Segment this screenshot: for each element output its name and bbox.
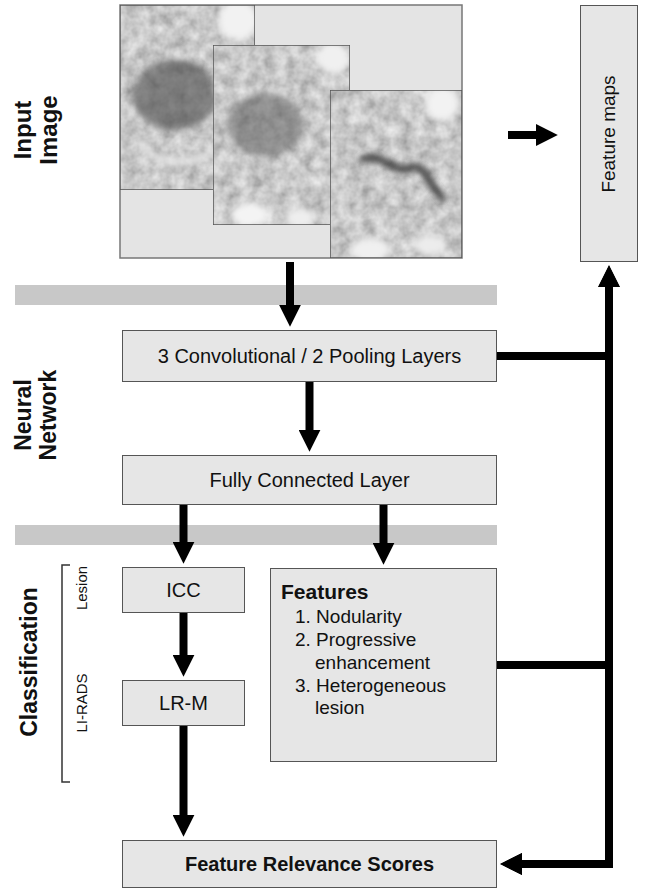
flow-arrow <box>497 665 609 864</box>
box-label: Feature maps <box>598 75 621 192</box>
section-label: Input Image <box>10 84 63 176</box>
image-arrow <box>508 131 538 139</box>
list-item: 1. Nodularity <box>281 606 486 629</box>
list-item: 2. Progressive enhancement <box>281 629 486 675</box>
flow-arrow <box>180 726 188 817</box>
section-label: Neural Network <box>11 363 62 467</box>
image-frame <box>120 5 462 258</box>
flow-arrow <box>497 285 609 356</box>
class-box: LR-M <box>122 680 245 726</box>
box-label: Feature Relevance Scores <box>185 852 434 876</box>
flow-arrow <box>180 505 188 544</box>
output-box: Feature Relevance Scores <box>122 840 497 888</box>
bracket-label: Lesion <box>74 566 91 610</box>
bracket-label: LI-RADS <box>74 673 91 732</box>
mri-tile <box>330 90 462 258</box>
flow-arrow <box>380 505 388 545</box>
bracket <box>62 565 70 782</box>
process-box: 3 Convolutional / 2 Pooling Layers <box>122 330 497 382</box>
list-heading: Features <box>281 579 486 604</box>
feature-maps-box: Feature maps <box>580 5 638 262</box>
feature-list-box: Features1. Nodularity2. Progressive enha… <box>270 568 497 762</box>
flow-arrow <box>497 356 609 864</box>
box-label: 3 Convolutional / 2 Pooling Layers <box>158 344 462 368</box>
separator-band <box>15 525 497 545</box>
flow-arrow <box>497 285 609 665</box>
section-label: Classification <box>17 587 42 737</box>
box-label: LR-M <box>159 691 208 715</box>
box-label: Fully Connected Layer <box>209 468 409 492</box>
separator-band <box>15 285 497 305</box>
flow-arrow <box>306 382 314 432</box>
image-arrow <box>286 262 294 307</box>
box-label: ICC <box>166 578 200 602</box>
mri-tile <box>213 45 350 225</box>
flow-arrow <box>180 613 188 657</box>
class-box: ICC <box>122 567 245 613</box>
process-box: Fully Connected Layer <box>122 455 497 505</box>
list-item: 3. Heterogeneous lesion <box>281 675 486 721</box>
